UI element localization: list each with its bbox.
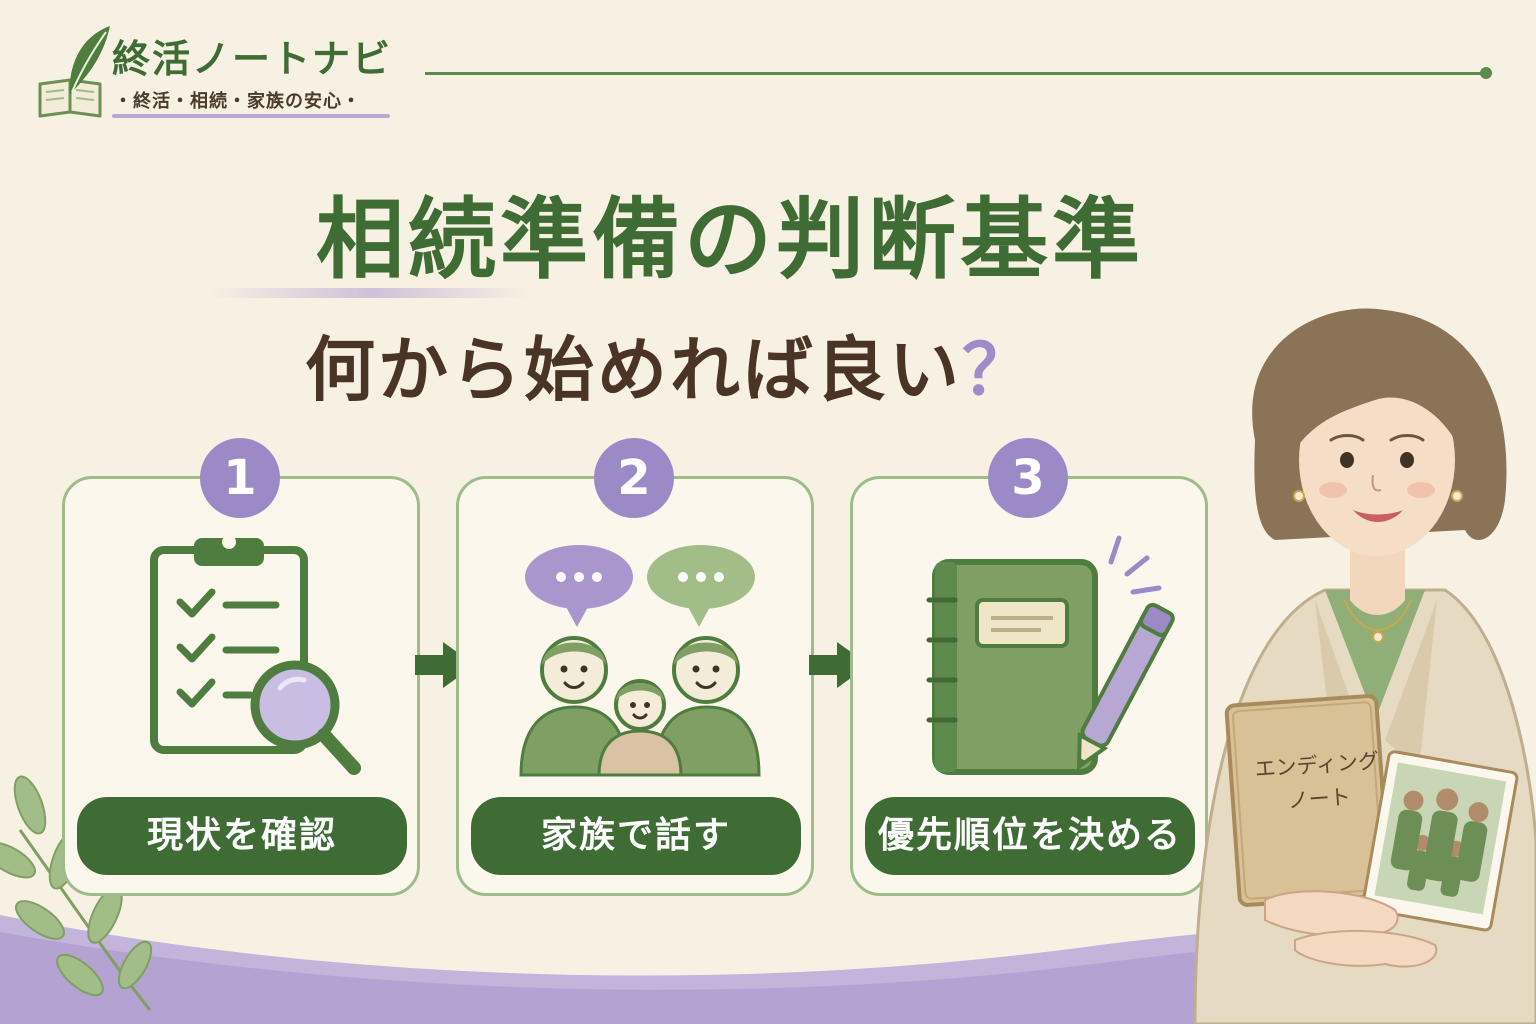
notebook-pen-icon	[926, 535, 1175, 775]
step-label-1: 現状を確認	[77, 797, 407, 875]
brand-tagline: ・終活・相続・家族の安心・	[114, 91, 361, 112]
arrow-right-icon	[415, 642, 475, 688]
header-divider-dot	[1480, 67, 1492, 79]
brand-underline	[112, 114, 390, 118]
step-label-3: 優先順位を決める	[865, 797, 1195, 875]
clipboard-magnifier-icon	[150, 535, 361, 775]
ending-note-book-title: エンディング ノート	[1251, 744, 1385, 821]
logo-book-feather-icon	[38, 26, 110, 118]
arrow-right-icon	[809, 642, 869, 688]
step-label-2: 家族で話す	[471, 797, 801, 875]
leaf-sprig-icon	[0, 775, 153, 1011]
step-number-3: 3	[988, 438, 1068, 518]
header-divider	[425, 72, 1485, 75]
page-subtitle: 何から始めれば良い？	[270, 325, 1070, 415]
subtitle-text: 何から始めれば良い	[305, 329, 962, 411]
page-title: 相続準備の判断基準	[315, 188, 1144, 291]
family-chat-icon	[519, 545, 761, 777]
question-mark: ？	[962, 329, 1035, 411]
step-number-1: 1	[200, 438, 280, 518]
woman-advisor-illustration	[1193, 308, 1536, 1024]
title-highlight	[210, 288, 530, 298]
step-number-2: 2	[594, 438, 674, 518]
brand-name: 終活ノートナビ	[112, 36, 393, 81]
